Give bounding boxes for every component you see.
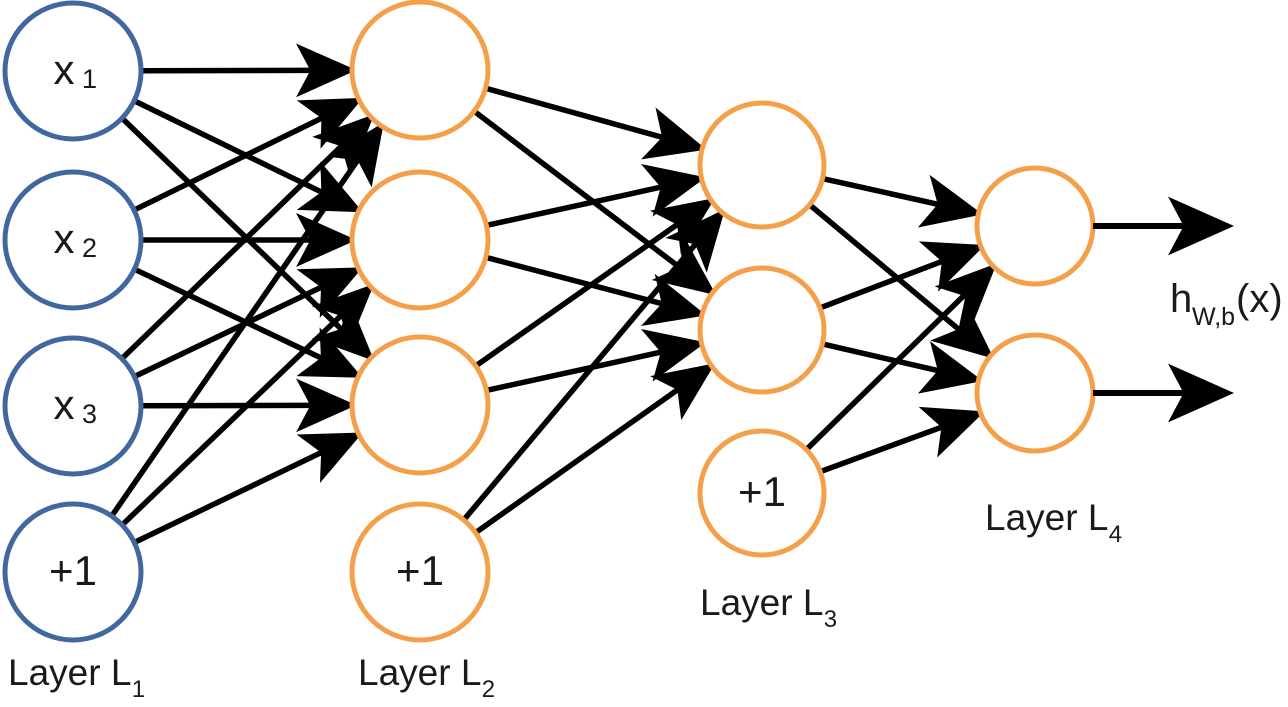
node-b3[interactable]: +1 — [697, 428, 827, 558]
layer-2-label: Layer L — [358, 652, 481, 693]
node-label-b1: +1 — [49, 547, 97, 594]
node-b2[interactable]: +1 — [349, 501, 491, 643]
connection-b3-to-o2 — [819, 406, 985, 475]
node-label-b2: +1 — [396, 547, 444, 594]
layer-2-label-subscript: 2 — [482, 676, 495, 703]
layer-1-label: Layer L — [8, 652, 131, 693]
node-a31[interactable] — [697, 100, 827, 230]
node-label-x3: x — [54, 381, 75, 428]
output-expression-subscript: W,b — [1192, 303, 1235, 331]
connection-x1-to-a21 — [140, 43, 357, 98]
connection-b1-to-a23 — [133, 432, 363, 545]
node-label-b3: +1 — [738, 468, 786, 515]
layer-3-label: Layer L — [700, 582, 823, 623]
connection-b3-to-o1 — [804, 263, 997, 452]
node-circle-a21[interactable] — [349, 0, 491, 141]
output-expression-argument: (x) — [1236, 277, 1283, 321]
connection-b2-to-a32 — [473, 363, 716, 535]
connection-a31-to-o1 — [821, 174, 983, 228]
node-a23[interactable] — [349, 334, 491, 476]
node-circle-x2[interactable] — [2, 169, 144, 311]
node-a21[interactable] — [349, 0, 491, 141]
node-b1[interactable]: +1 — [2, 501, 144, 643]
connection-b1-to-a22 — [120, 283, 375, 527]
connection-b1-to-a21 — [109, 122, 384, 518]
layer-3-label-subscript: 3 — [824, 606, 837, 633]
node-circle-b2[interactable] — [349, 501, 491, 643]
output-expression-base: h — [1170, 277, 1192, 321]
node-circle-a32[interactable] — [697, 265, 827, 395]
node-circle-x1[interactable] — [2, 0, 144, 142]
node-a22[interactable] — [349, 169, 491, 311]
node-circle-a23[interactable] — [349, 334, 491, 476]
node-label-x2: x — [54, 215, 75, 262]
output-arrows-group — [1093, 196, 1234, 423]
connection-a32-to-o1 — [818, 241, 986, 311]
node-circle-b1[interactable] — [2, 501, 144, 643]
layer-4-label-subscript: 4 — [1109, 521, 1122, 548]
connection-a23-to-a31 — [474, 198, 715, 369]
node-circle-a22[interactable] — [349, 169, 491, 311]
node-o2[interactable] — [974, 332, 1096, 454]
connection-b2-to-a31 — [461, 209, 726, 522]
node-circle-o2[interactable] — [974, 332, 1096, 454]
connection-a22-to-a31 — [485, 163, 706, 229]
node-circle-x3[interactable] — [2, 335, 144, 477]
layer-4-label: Layer L — [985, 497, 1108, 538]
node-circle-o1[interactable] — [974, 165, 1096, 287]
node-circle-b3[interactable] — [697, 428, 827, 558]
connection-a21-to-a31 — [484, 85, 707, 160]
node-label-x1: x — [54, 46, 75, 93]
node-subscript-x1: 1 — [82, 64, 97, 94]
node-subscript-x2: 2 — [82, 233, 97, 263]
connections-group — [109, 43, 997, 545]
node-o1[interactable] — [974, 165, 1096, 287]
node-circle-a31[interactable] — [697, 100, 827, 230]
node-subscript-x3: 3 — [82, 399, 97, 429]
layer-1-label-subscript: 1 — [132, 676, 145, 703]
node-a32[interactable] — [697, 265, 827, 395]
